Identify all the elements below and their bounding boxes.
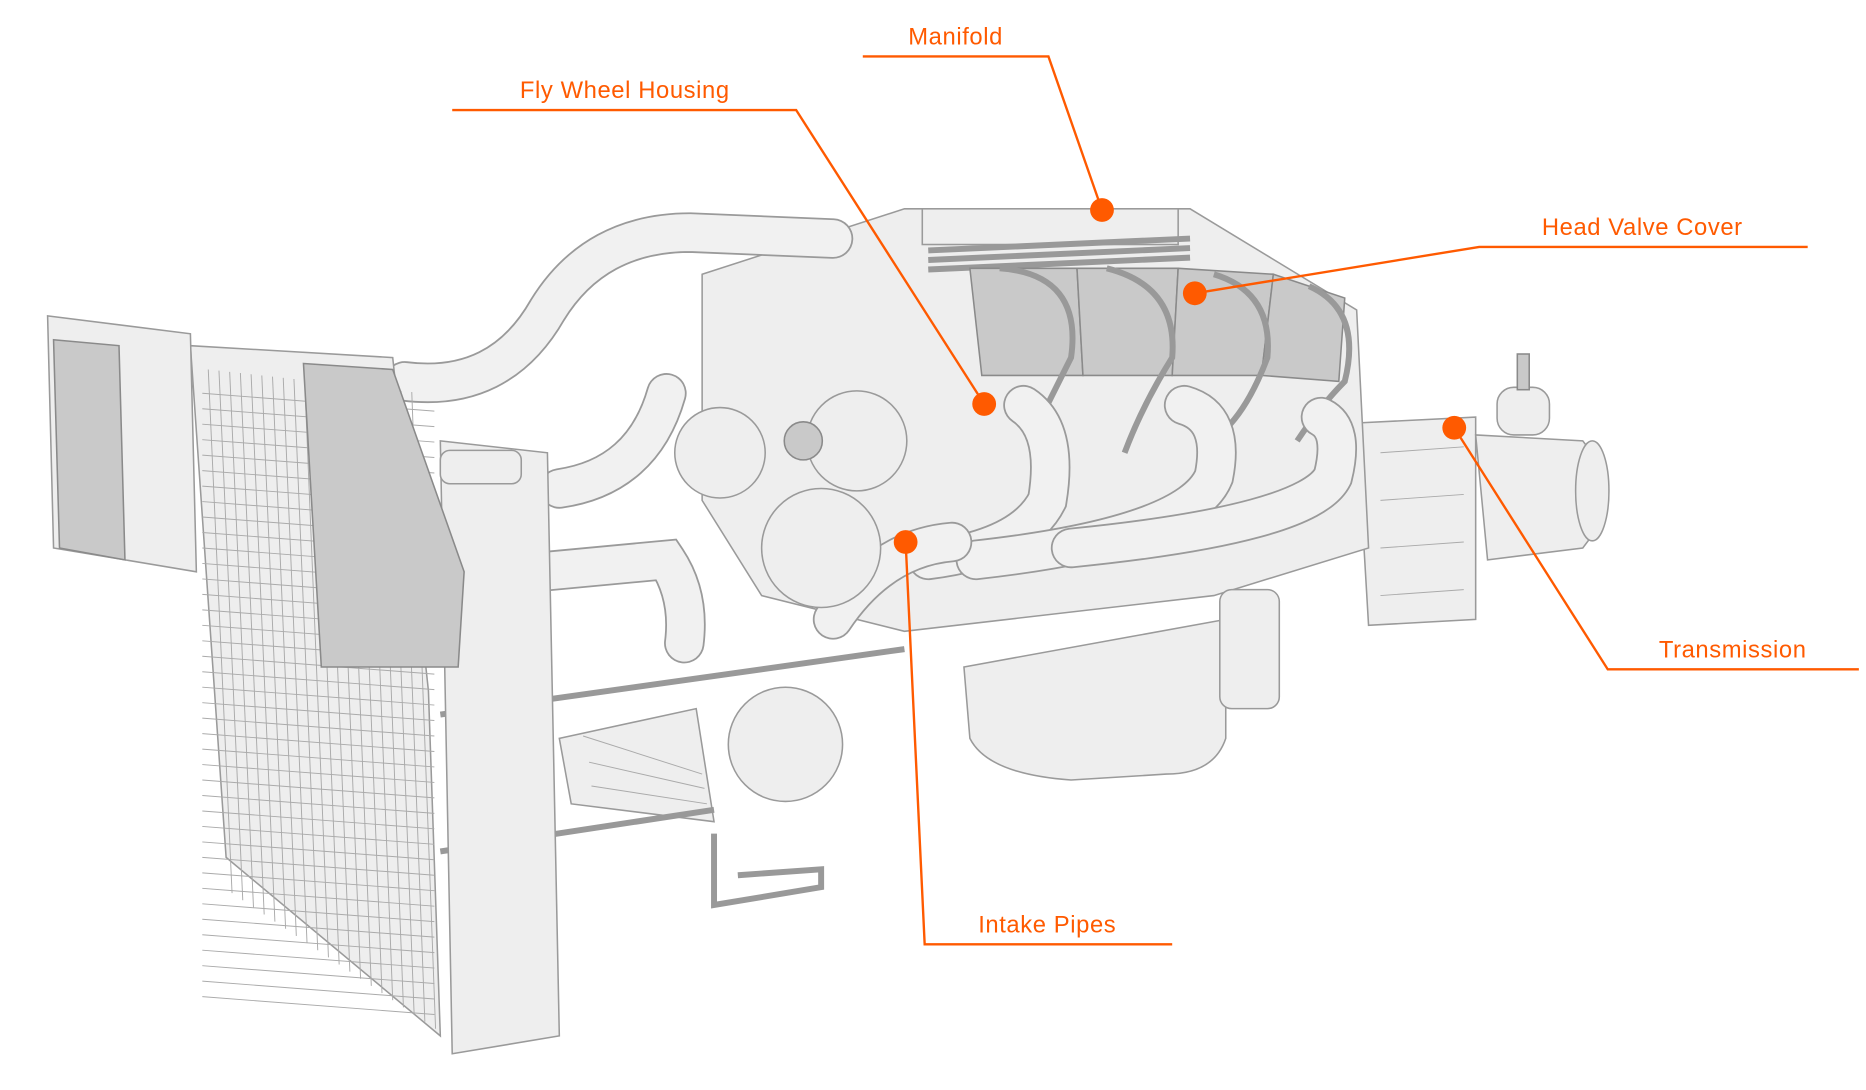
callout-label: Transmission	[1659, 636, 1807, 663]
callout-fly-wheel-housing: Fly Wheel Housing	[452, 77, 997, 416]
callout-dot[interactable]	[1182, 281, 1207, 306]
callout-transmission: Transmission	[1442, 415, 1859, 671]
leader-line	[1194, 245, 1808, 295]
leader-line	[1453, 427, 1859, 671]
engine-illustration	[46, 208, 1610, 1055]
callout-dot[interactable]	[1442, 415, 1467, 440]
leader-line	[452, 108, 986, 405]
callout-intake-pipes: Intake Pipes	[893, 530, 1173, 946]
callout-label: Intake Pipes	[978, 911, 1116, 938]
callout-dot[interactable]	[1090, 198, 1114, 222]
callout-dot[interactable]	[893, 530, 918, 554]
leader-line	[862, 55, 1104, 211]
callout-dot[interactable]	[972, 392, 997, 416]
callout-head-valve-cover: Head Valve Cover	[1182, 214, 1808, 306]
callout-label: Head Valve Cover	[1542, 214, 1743, 241]
leader-line	[904, 541, 1173, 946]
callout-label: Fly Wheel Housing	[520, 77, 730, 104]
callout-label: Manifold	[908, 24, 1003, 51]
callout-manifold: Manifold	[862, 24, 1114, 222]
